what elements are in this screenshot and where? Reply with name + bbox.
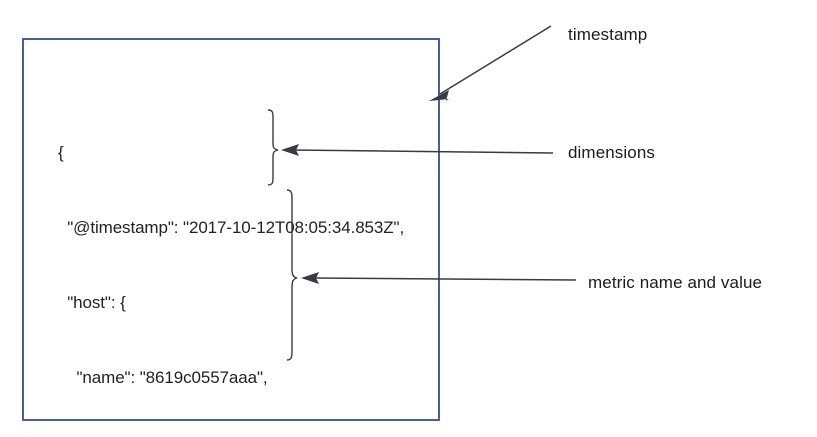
annotation-label-dimensions: dimensions [568, 143, 655, 162]
json-line-host-open: "host": { [58, 293, 126, 312]
json-line-host-name: "name": "8619c0557aaa", [58, 368, 268, 387]
json-code-block: { "@timestamp": "2017-10-12T08:05:34.853… [58, 90, 458, 437]
annotation-label-timestamp: timestamp [568, 25, 648, 44]
json-line: { [58, 143, 64, 162]
json-document-box: { "@timestamp": "2017-10-12T08:05:34.853… [22, 38, 440, 421]
arrow-line-timestamp [439, 25, 552, 95]
json-line-timestamp: "@timestamp": "2017-10-12T08:05:34.853Z"… [58, 218, 405, 237]
annotation-label-metric: metric name and value [588, 273, 763, 292]
